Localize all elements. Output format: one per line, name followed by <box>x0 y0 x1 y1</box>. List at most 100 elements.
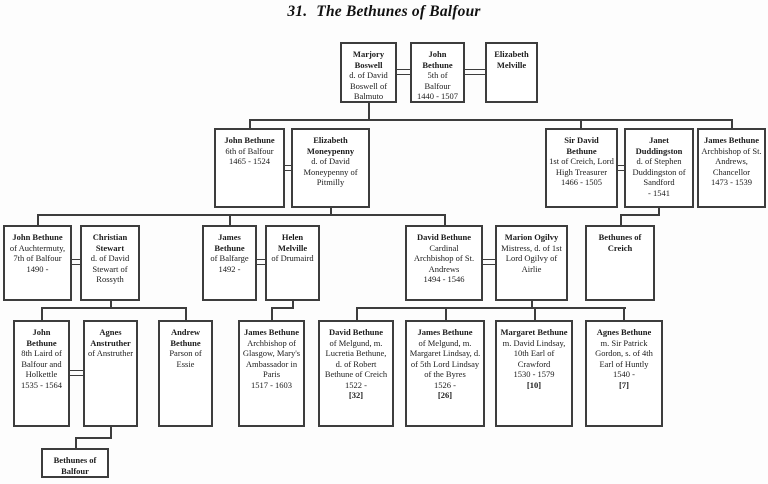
person-detail: m. Sir Patrick Gordon, s. of 4th Earl of… <box>595 337 653 369</box>
marriage-link <box>617 165 625 171</box>
person-detail: 1440 - 1507 <box>416 91 459 101</box>
person-name: Andrew Bethune <box>170 327 201 348</box>
marriage-link <box>482 259 496 265</box>
person-detail: of Melgund, m. Lucretia Bethune, d. of R… <box>324 337 388 380</box>
person-detail: 1530 - 1579 <box>513 369 555 379</box>
person-name: Agnes Anstruther <box>90 327 131 348</box>
person-name: John Bethune <box>12 232 63 242</box>
person-name: John Bethune <box>422 49 453 70</box>
person-name: James Bethune <box>214 232 245 253</box>
person-detail: 1465 - 1524 <box>228 156 271 166</box>
person-name: James Bethune <box>417 327 473 337</box>
person-detail: 1522 - <box>345 379 367 390</box>
person-detail: d. of Stephen Duddingston of Sandford <box>632 156 686 187</box>
person-detail: 1540 - <box>613 369 635 379</box>
connector-line <box>356 307 626 309</box>
connector-line <box>623 307 625 320</box>
person-detail: 1473 - 1539 <box>710 177 753 187</box>
person-name: John Bethune <box>26 327 57 348</box>
connector-line <box>37 214 39 225</box>
person-name: John Bethune <box>224 135 275 145</box>
person-detail: d. of David Stewart of Rossyth <box>90 253 130 284</box>
person-detail: d. of David Moneypenny of Pitmilly <box>303 156 358 187</box>
person-name: Margaret Bethune <box>500 327 568 337</box>
chart-number: 31. <box>287 3 308 20</box>
connector-line <box>271 307 273 320</box>
page-title: 31. The Bethunes of Balfour <box>0 3 768 21</box>
connector-line <box>445 307 447 320</box>
marriage-link <box>256 259 266 265</box>
connector-line <box>292 301 294 308</box>
connector-line <box>330 208 332 215</box>
connector-line <box>271 307 294 309</box>
person-detail: 1466 - 1505 <box>560 177 603 187</box>
person-detail: Archbishop of St. Andrews, Chancellor <box>701 145 762 177</box>
person-detail: 1st of Creich, Lord High Treasurer <box>549 156 614 177</box>
person-box-bethunes-of-balfour: Bethunes of Balfour <box>41 448 109 478</box>
marriage-link <box>69 370 84 376</box>
person-ref-number: [10] <box>526 379 542 390</box>
connector-line <box>580 119 582 128</box>
connector-line <box>620 214 660 216</box>
person-detail: of Balfarge <box>210 253 249 263</box>
person-name: James Bethune <box>703 135 759 145</box>
connector-line <box>110 301 112 308</box>
person-detail: of Drumaird <box>271 253 314 263</box>
person-detail: 5th of Balfour <box>424 70 451 91</box>
connector-line <box>75 437 77 449</box>
person-name: Helen Melville <box>277 232 308 253</box>
person-detail: of Anstruther <box>87 348 134 358</box>
person-detail: 8th Laird of Balfour and Holkettle <box>21 348 62 379</box>
chart-title-text: The Bethunes of Balfour <box>316 3 481 20</box>
person-name: Christian Stewart <box>92 232 128 253</box>
person-ref-number: [7] <box>619 379 629 390</box>
connector-line <box>37 214 446 216</box>
person-detail: m. David Lindsay, 10th Earl of Crawford <box>502 337 566 369</box>
person-name: Bethunes of Creich <box>598 232 642 253</box>
connector-line <box>110 427 112 439</box>
person-detail: 1526 - <box>434 379 456 390</box>
person-detail: of Auchtermuty, 7th of Balfour <box>9 242 66 264</box>
connector-line <box>658 208 660 215</box>
person-detail: 1490 - <box>26 263 49 274</box>
person-name: Marjory Boswell <box>352 49 385 70</box>
person-name: David Bethune <box>328 327 384 337</box>
person-ref-number: [32] <box>348 390 364 400</box>
person-detail: Mistress, d. of 1st Lord Ogilvy of Airli… <box>501 242 562 274</box>
connector-line <box>249 119 251 128</box>
person-name: Marion Ogilvy <box>504 232 559 242</box>
person-name: Sir David Bethune <box>564 135 599 156</box>
connector-line <box>534 307 536 320</box>
person-detail: of Melgund, m. Margaret Lindsay, d. of 5… <box>409 337 481 380</box>
person-detail: 1535 - 1564 <box>20 379 63 390</box>
marriage-link <box>464 69 486 75</box>
person-detail: 1494 - 1546 <box>423 274 465 284</box>
connector-line <box>356 307 358 320</box>
connector-line <box>41 307 43 320</box>
marriage-link <box>71 259 81 265</box>
marriage-link <box>396 69 411 75</box>
connector-line <box>229 214 231 225</box>
person-name: Elizabeth Melville <box>494 49 529 70</box>
connector-line <box>620 214 622 225</box>
person-detail: 1517 - 1603 <box>250 379 293 390</box>
connector-line <box>41 307 187 309</box>
person-detail: Parson of Essie <box>169 348 202 369</box>
person-name: Bethunes of Balfour <box>53 455 97 476</box>
